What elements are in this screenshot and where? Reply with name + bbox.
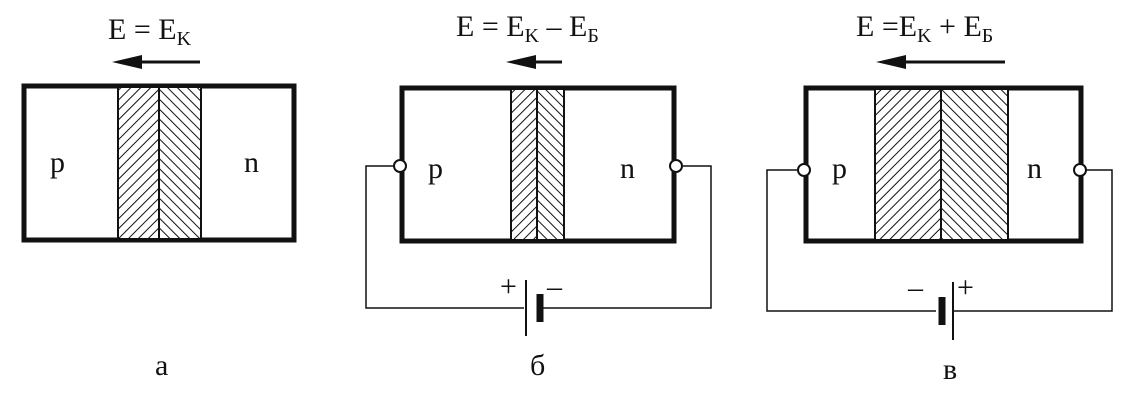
field-arrow-b	[506, 55, 562, 69]
panel-b: E = EK – EБ p n + – б	[365, 10, 712, 382]
depletion-n-side-b	[537, 90, 564, 239]
battery-right-sign-c: +	[957, 271, 974, 304]
battery-left-sign-c: –	[907, 271, 924, 304]
battery-c	[936, 282, 954, 340]
battery-right-sign-b: –	[546, 270, 563, 303]
field-arrow-c	[876, 55, 1005, 69]
panel-c: E =EK + EБ p n – + в	[766, 10, 1113, 386]
depletion-p-side-a	[118, 88, 159, 238]
n-region-label-a: n	[244, 146, 259, 179]
depletion-p-side-b	[511, 90, 537, 239]
caption-c: в	[943, 353, 957, 386]
terminal-p-c	[797, 163, 811, 177]
field-equation-c: E =EK + EБ	[856, 10, 993, 47]
field-equation-b: E = EK – EБ	[456, 10, 599, 47]
wire-right-b	[539, 165, 712, 309]
p-region-label-a: p	[50, 146, 65, 179]
battery-left-sign-b: +	[500, 270, 517, 303]
field-arrow-a	[112, 55, 200, 69]
panel-a: E = EK p n а	[21, 13, 297, 382]
depletion-n-side-a	[159, 88, 201, 238]
field-equation-a: E = EK	[108, 13, 192, 50]
depletion-p-side-c	[875, 90, 941, 239]
n-region-label-c: n	[1027, 152, 1042, 185]
depletion-n-side-c	[941, 90, 1008, 239]
wire-right-c	[954, 169, 1113, 312]
terminal-n-b	[669, 159, 683, 173]
caption-b: б	[530, 349, 545, 382]
terminal-n-c	[1073, 163, 1087, 177]
p-region-label-b: p	[428, 152, 443, 185]
p-region-label-c: p	[832, 152, 847, 185]
wire-left-b	[365, 165, 528, 309]
caption-a: а	[155, 349, 168, 382]
battery-b	[524, 280, 544, 336]
terminal-p-b	[393, 159, 407, 173]
wire-left-c	[766, 169, 936, 312]
n-region-label-b: n	[620, 152, 635, 185]
